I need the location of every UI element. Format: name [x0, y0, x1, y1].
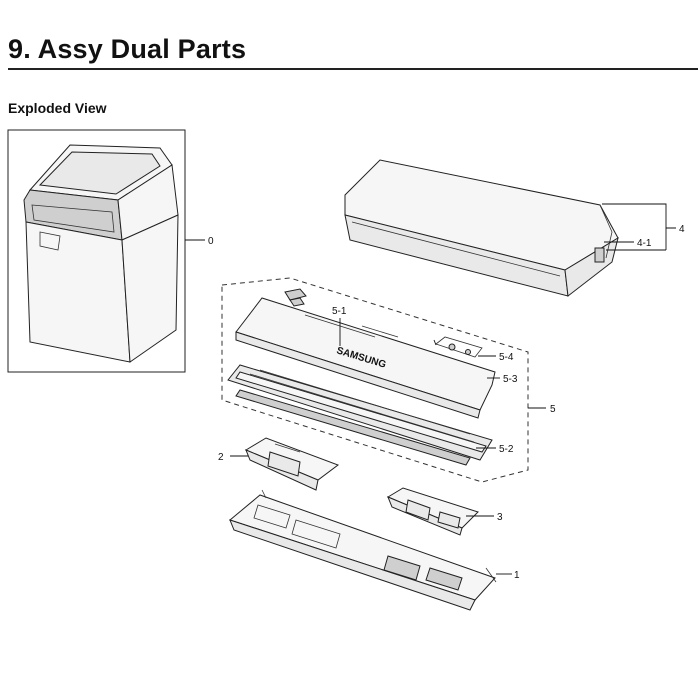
callout-2: 2: [218, 452, 224, 463]
part-5-3-frame: [227, 364, 493, 461]
part-4-top-cover: [344, 159, 619, 297]
part-5-1-control-panel: SAMSUNG: [235, 288, 496, 419]
leader-lines: [185, 203, 676, 575]
part-2-drawer: [244, 437, 340, 491]
page-title: 9. Assy Dual Parts: [8, 34, 247, 64]
part-0-washer: [7, 129, 186, 373]
callout-5-1: 5-1: [332, 306, 347, 317]
part-3-drawer-pair: [386, 487, 479, 536]
callout-5-4: 5-4: [499, 352, 514, 363]
callout-3: 3: [497, 512, 503, 523]
section-subtitle: Exploded View: [8, 100, 107, 116]
callout-5-3: 5-3: [503, 374, 518, 385]
callout-1: 1: [514, 570, 520, 581]
part-5-assembly-outline: [221, 277, 529, 483]
callout-5: 5: [550, 404, 556, 415]
callout-4-1: 4-1: [637, 238, 652, 249]
part-5-4-knob: [435, 336, 483, 358]
title-underline: [8, 68, 698, 70]
callout-4: 4: [679, 224, 685, 235]
callout-0: 0: [208, 236, 214, 247]
part-1-bottom-housing: [228, 489, 497, 611]
callout-5-2: 5-2: [499, 444, 514, 455]
part-5-2-base-strip: [235, 389, 471, 466]
